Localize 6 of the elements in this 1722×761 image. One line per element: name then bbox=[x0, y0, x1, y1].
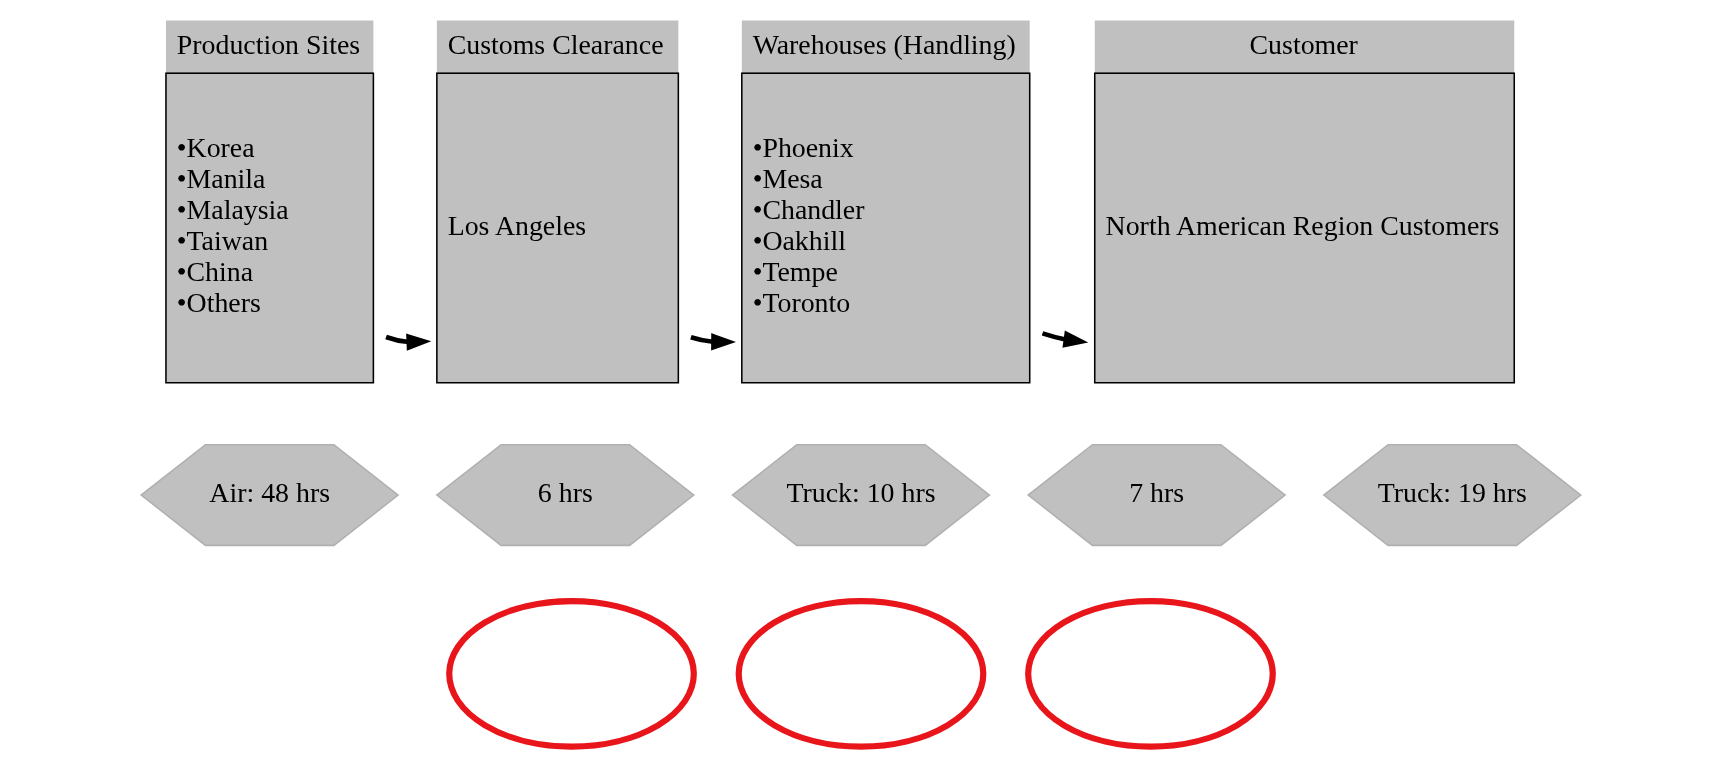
arrow bbox=[690, 333, 736, 351]
arrow bbox=[385, 333, 432, 351]
node-ellipse bbox=[446, 598, 697, 750]
arrow bbox=[1041, 330, 1089, 348]
node-ellipse bbox=[1025, 598, 1276, 750]
node-ellipse bbox=[735, 598, 987, 750]
